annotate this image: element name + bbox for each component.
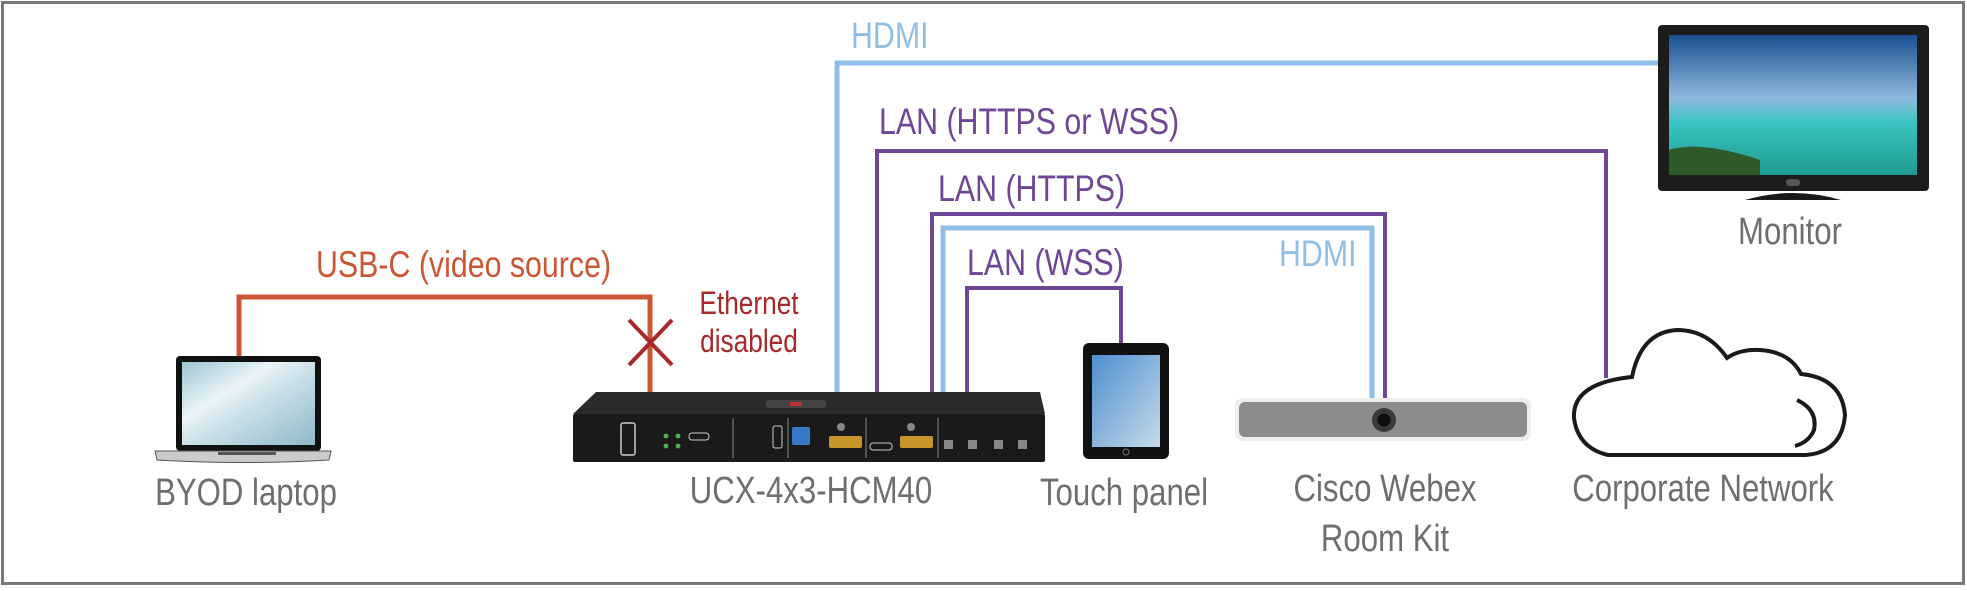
- label-lan-network: LAN (HTTPS or WSS): [879, 101, 1180, 142]
- ethernet-status: Ethernet disabled: [699, 287, 798, 357]
- label-usb: USB-C (video source): [316, 244, 612, 285]
- ethernet-status-line1: Ethernet: [699, 285, 799, 321]
- wire-hdmi-webex: [940, 225, 1375, 400]
- disabled-x-icon: [627, 318, 674, 367]
- laptop-icon: [154, 356, 332, 463]
- matrix-switcher-icon: [573, 392, 1045, 462]
- tablet-icon: [1083, 343, 1169, 459]
- monitor-icon: [1658, 25, 1929, 200]
- label-hdmi-monitor: HDMI: [851, 15, 929, 56]
- caption-touch-panel: Touch panel: [1039, 472, 1209, 514]
- caption-switcher: UCX-4x3-HCM40: [689, 470, 933, 512]
- cloud-icon: [1571, 327, 1848, 457]
- ethernet-status-line2: disabled: [700, 323, 798, 359]
- caption-laptop: BYOD laptop: [155, 472, 337, 514]
- wire-lan-webex: [930, 212, 1387, 400]
- wire-lan-network: [875, 149, 1608, 392]
- video-bar-icon: [1235, 398, 1531, 441]
- label-lan-webex: LAN (HTTPS): [938, 168, 1126, 209]
- caption-webex: Cisco Webex Room Kit: [1293, 470, 1476, 558]
- cloud-detail-icon: [1794, 398, 1817, 448]
- caption-webex-line1: Cisco Webex: [1293, 468, 1477, 510]
- label-hdmi-webex: HDMI: [1279, 233, 1357, 274]
- wire-hdmi-monitor: [834, 60, 1660, 392]
- wire-lan-touch: [965, 286, 1123, 392]
- label-lan-touch: LAN (WSS): [967, 242, 1124, 283]
- caption-webex-line2: Room Kit: [1320, 518, 1450, 560]
- caption-monitor: Monitor: [1738, 211, 1842, 253]
- caption-network: Corporate Network: [1572, 468, 1834, 510]
